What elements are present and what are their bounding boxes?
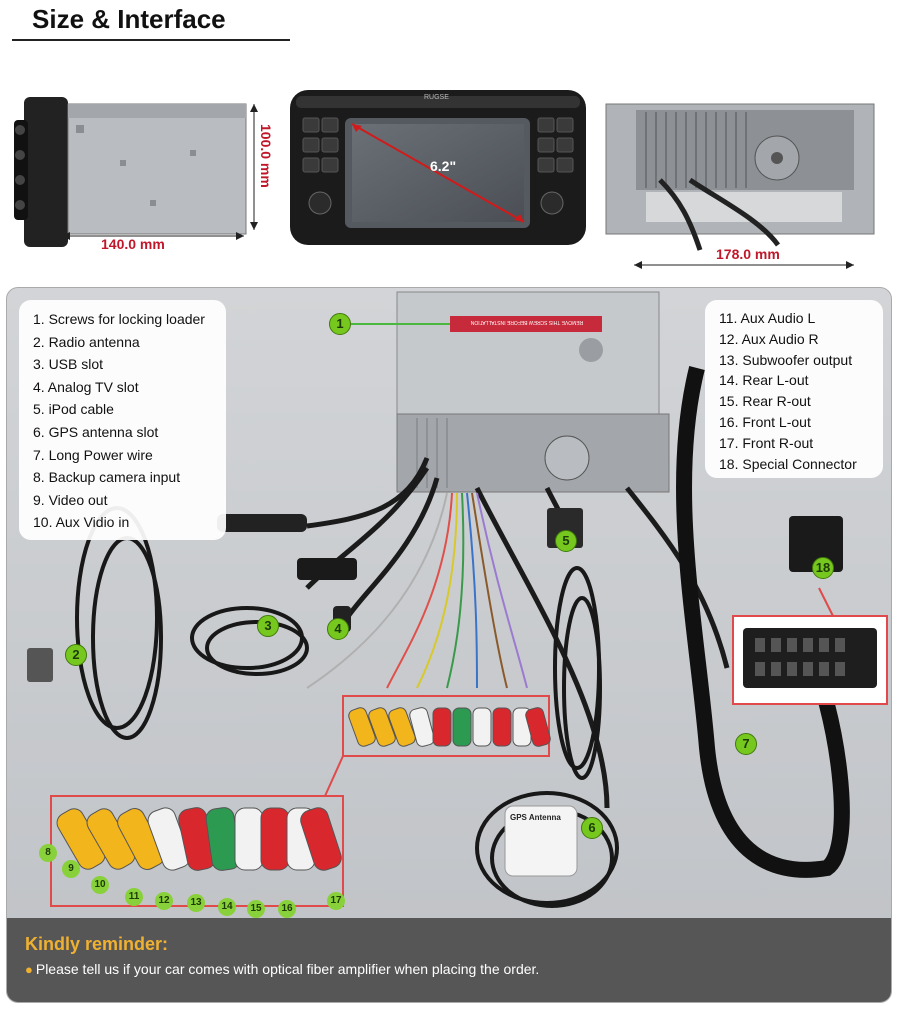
legend-item: 15. Rear R-out — [719, 393, 811, 410]
side-view — [14, 97, 258, 247]
callout-badge: 1 — [329, 313, 351, 335]
brand-logo: RUGSE — [424, 94, 449, 101]
reminder-title: Kindly reminder: — [25, 934, 169, 954]
legend-right: 11. Aux Audio L 12. Aux Audio R 13. Subw… — [705, 300, 883, 478]
gps-antenna-label: GPS Antenna — [510, 813, 561, 822]
legend-item: 17. Front R-out — [719, 434, 814, 451]
reminder-bar: Kindly reminder: ●Please tell us if your… — [7, 918, 891, 1002]
connector-number: 9 — [62, 860, 80, 878]
callout-badge: 6 — [581, 817, 603, 839]
legend-item: 5. iPod cable — [33, 401, 114, 418]
legend-item: 14. Rear L-out — [719, 372, 809, 389]
legend-item: 12. Aux Audio R — [719, 330, 819, 347]
legend-item: 2. Radio antenna — [33, 333, 140, 350]
title-underline — [12, 39, 290, 41]
page-title: Size & Interface — [32, 4, 226, 34]
front-view — [290, 90, 586, 245]
connector-number: 12 — [155, 892, 173, 910]
legend-item: 8. Backup camera input — [33, 469, 181, 486]
legend-item: 7. Long Power wire — [33, 446, 153, 463]
callout-badge: 18 — [812, 557, 834, 579]
legend-item: 13. Subwoofer output — [719, 351, 853, 368]
legend-item: 10. Aux Vidio in — [33, 514, 130, 531]
bulb-icon: ● — [25, 962, 33, 977]
reminder-text-row: ●Please tell us if your car comes with o… — [25, 961, 875, 977]
callout-badge: 3 — [257, 615, 279, 637]
back-width-label: 178.0 mm — [716, 246, 780, 262]
callout-badge: 2 — [65, 644, 87, 666]
legend-item: 3. USB slot — [33, 356, 104, 373]
connector-number: 8 — [39, 844, 57, 862]
connector-number: 16 — [278, 900, 296, 918]
side-height-label: 100.0 mm — [258, 124, 274, 188]
connector-number: 15 — [247, 900, 265, 918]
screen-size-label: 6.2" — [430, 158, 457, 174]
product-views — [14, 90, 875, 269]
side-width-label: 140.0 mm — [101, 236, 165, 252]
callout-badge: 5 — [555, 530, 577, 552]
legend-item: 18. Special Connector — [719, 455, 857, 472]
legend-left: 1. Screws for locking loader 2. Radio an… — [19, 300, 226, 540]
back-view — [605, 103, 875, 269]
legend-item: 11. Aux Audio L — [719, 310, 816, 326]
callout-badge: 7 — [735, 733, 757, 755]
legend-item: 4. Analog TV slot — [33, 378, 139, 395]
rca-plugs — [56, 707, 551, 871]
legend-item: 16. Front L-out — [719, 413, 811, 430]
connector-number: 10 — [91, 876, 109, 894]
connector-number: 14 — [218, 898, 236, 916]
interface-panel: REMOVE THIS SCREW BEFORE INSTALLATION GP… — [6, 287, 892, 1003]
legend-item: 1. Screws for locking loader — [33, 311, 205, 327]
warning-sticker: REMOVE THIS SCREW BEFORE INSTALLATION — [470, 319, 584, 325]
legend-item: 6. GPS antenna slot — [33, 423, 159, 440]
connector-number: 13 — [187, 894, 205, 912]
connector-number: 11 — [125, 888, 143, 906]
callout-badge: 4 — [327, 618, 349, 640]
wiring-illustration — [27, 291, 888, 908]
reminder-text: Please tell us if your car comes with op… — [35, 961, 540, 977]
legend-item: 9. Video out — [33, 491, 108, 508]
connector-number: 17 — [327, 892, 345, 910]
